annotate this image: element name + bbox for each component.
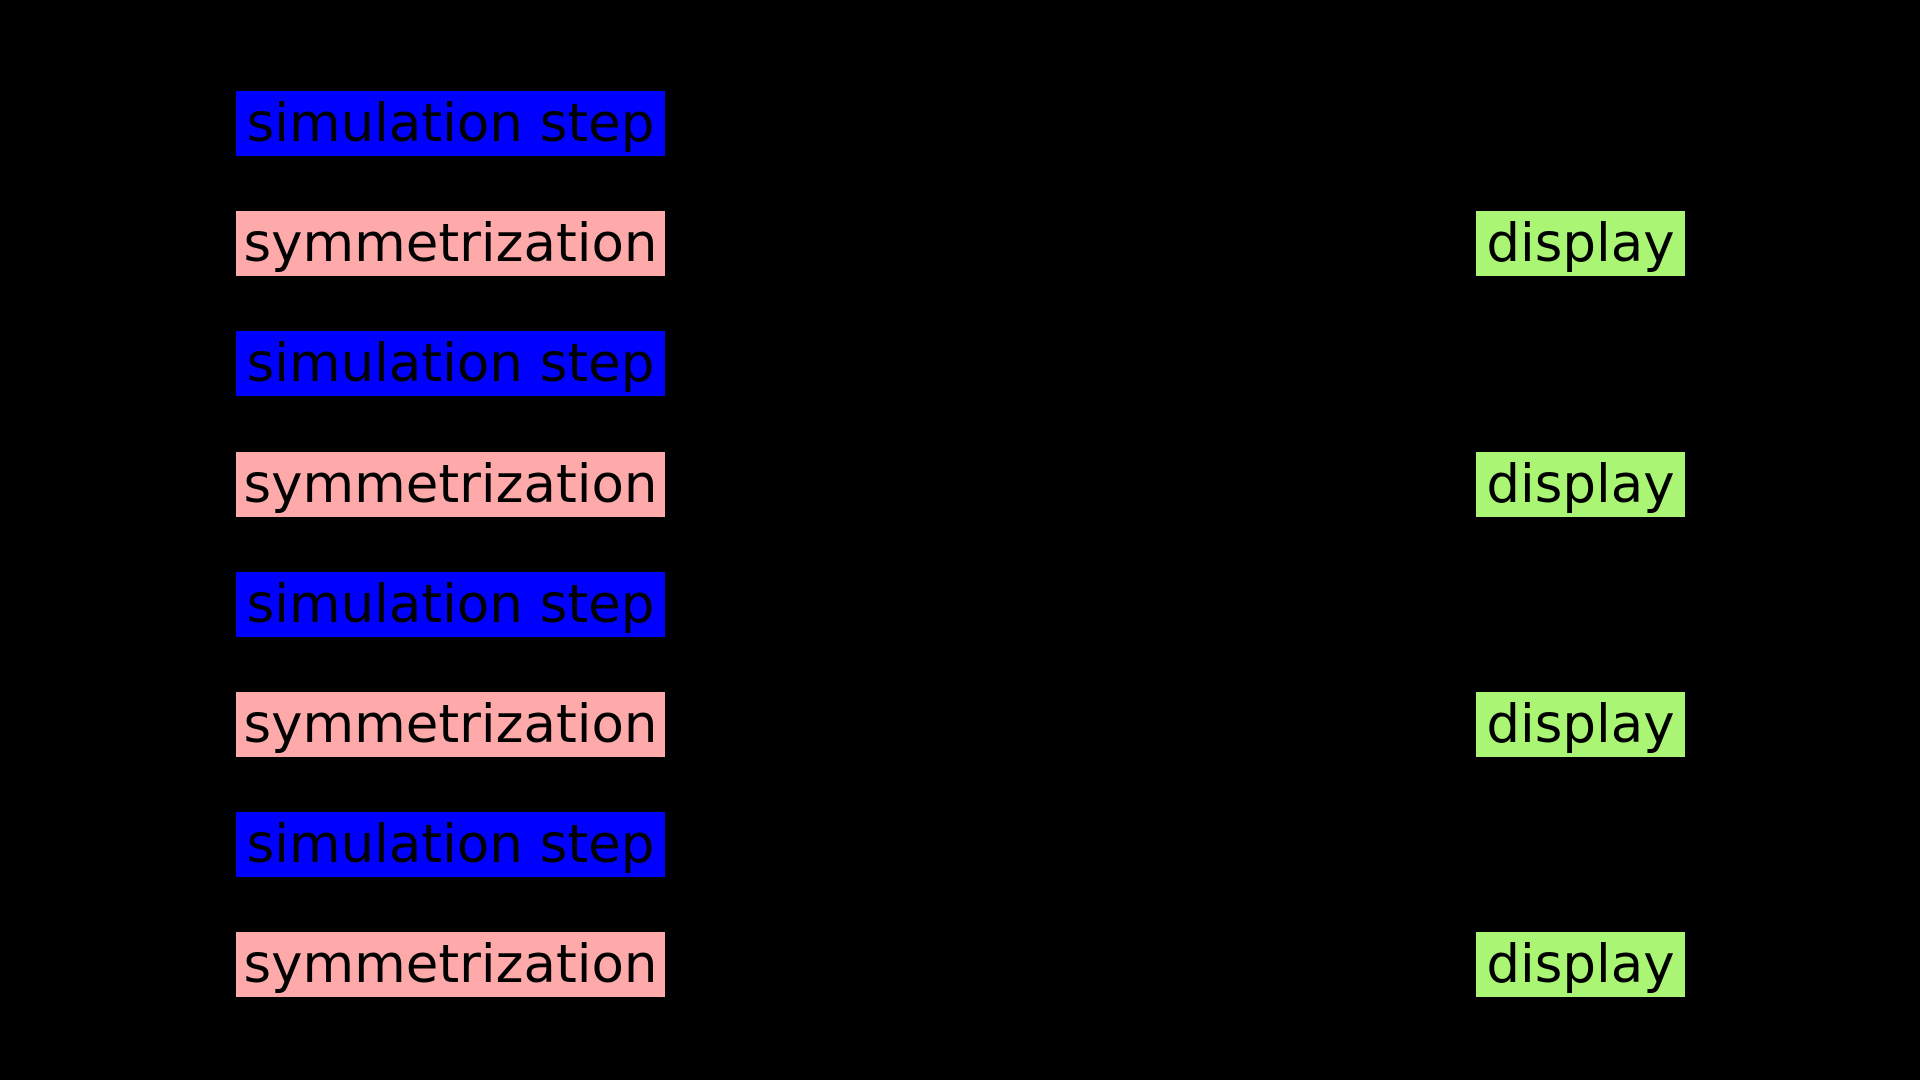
symmetrization-box: symmetrization (236, 932, 665, 997)
symmetrization-box: symmetrization (236, 211, 665, 276)
simulation-step-box: simulation step (236, 91, 665, 156)
display-box: display (1476, 211, 1685, 276)
symmetrization-box: symmetrization (236, 692, 665, 757)
display-box: display (1476, 692, 1685, 757)
simulation-step-box: simulation step (236, 812, 665, 877)
display-box: display (1476, 932, 1685, 997)
simulation-step-box: simulation step (236, 572, 665, 637)
simulation-step-box: simulation step (236, 331, 665, 396)
display-box: display (1476, 452, 1685, 517)
symmetrization-box: symmetrization (236, 452, 665, 517)
